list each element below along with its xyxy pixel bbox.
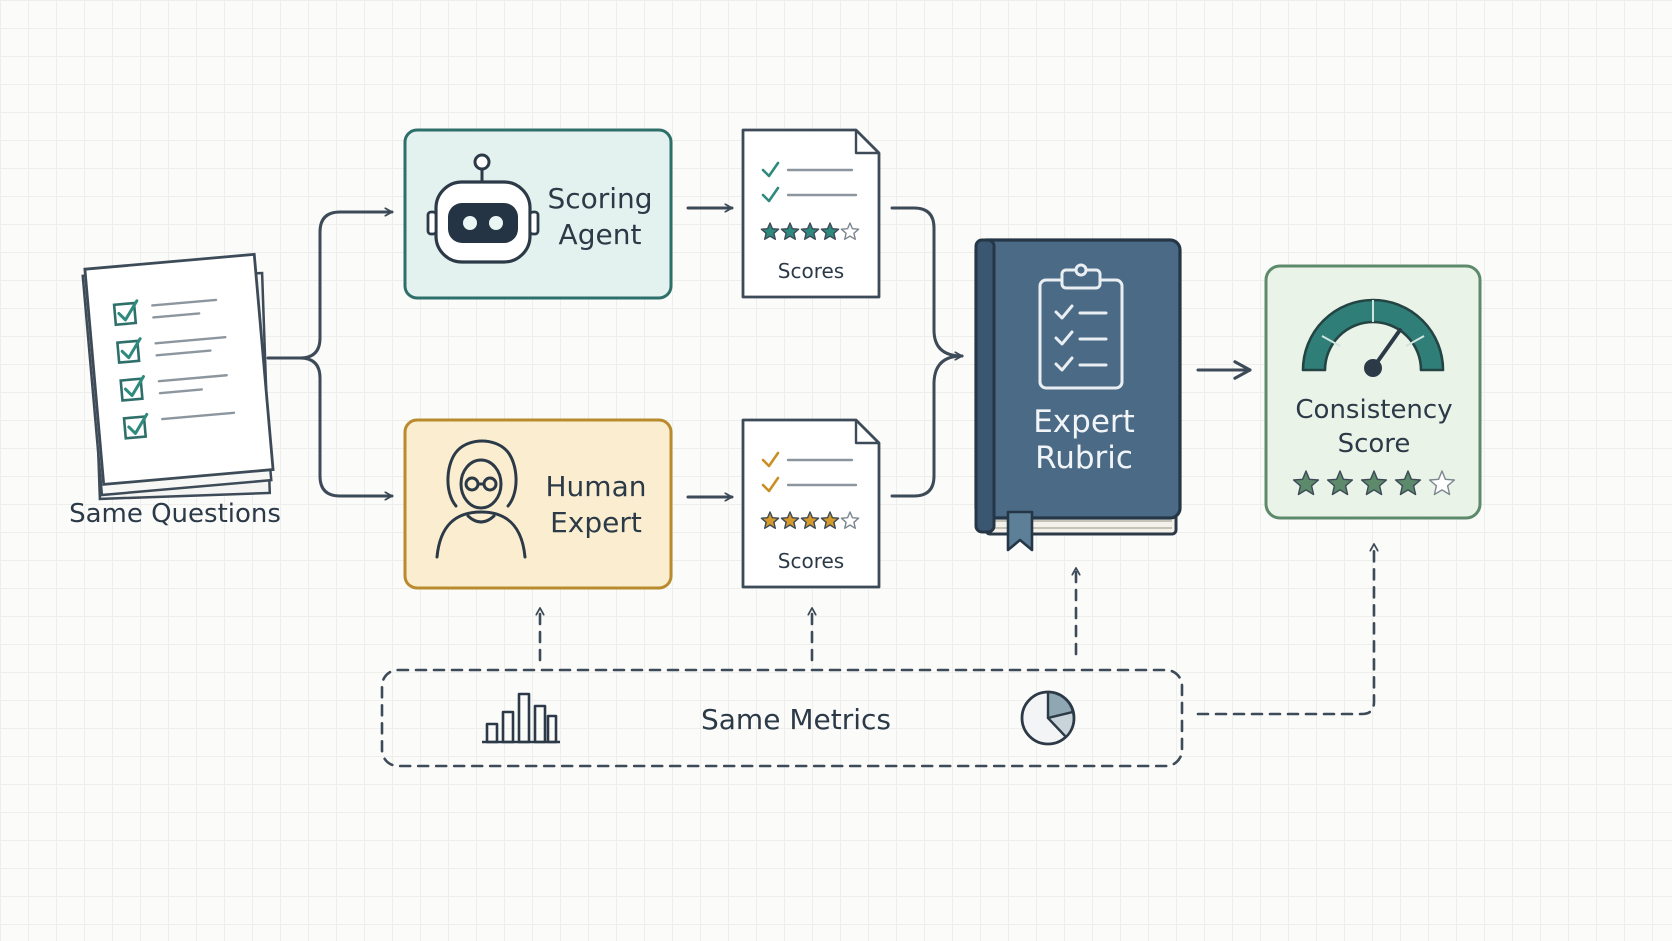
agent-scores-document: Scores <box>741 128 881 299</box>
clipboard-icon <box>1038 263 1124 390</box>
star-filled-icon <box>1326 470 1354 496</box>
star-empty-icon <box>1428 470 1456 496</box>
consistency-score-card: Consistency Score <box>1264 264 1482 520</box>
consistency-label-line2: Score <box>1338 429 1411 459</box>
person-icon <box>435 439 527 559</box>
star-filled-icon <box>1292 470 1320 496</box>
pie-chart-icon <box>1020 690 1076 746</box>
metrics-to-consistency-arrow <box>1196 542 1374 716</box>
merge-connector <box>890 206 964 498</box>
rubric-label-line2: Rubric <box>1035 440 1133 476</box>
human-check-icons <box>761 451 780 493</box>
human-expert-box: Human Expert <box>403 418 673 590</box>
star-filled-icon <box>760 222 780 240</box>
bookmark-icon <box>1006 510 1034 552</box>
robot-icon <box>426 153 540 264</box>
star-filled-icon <box>780 511 800 529</box>
questions-label: Same Questions <box>69 499 281 529</box>
human-expert-panel <box>403 418 673 590</box>
bar-chart-icon <box>482 692 560 744</box>
metrics-dashed-box <box>380 668 1184 768</box>
star-filled-icon <box>800 222 820 240</box>
human-expert-label-line1: Human <box>546 470 647 503</box>
star-filled-icon <box>800 511 820 529</box>
questions-stack: Same Questions <box>69 252 281 529</box>
human-scores-label: Scores <box>778 549 844 573</box>
questions-paper-front <box>83 252 275 486</box>
consistency-label-line1: Consistency <box>1295 395 1452 425</box>
metrics-label: Same Metrics <box>701 703 891 736</box>
consistency-rating-stars <box>1292 470 1456 496</box>
same-metrics-group: Same Metrics <box>380 542 1374 768</box>
human-scores-document: Scores <box>741 418 881 589</box>
agent-check-icons <box>761 161 780 203</box>
gauge-icon <box>1301 298 1445 377</box>
star-filled-icon <box>1360 470 1388 496</box>
scoring-agent-label-line1: Scoring <box>547 182 652 215</box>
rubric-label-line1: Expert <box>1033 404 1135 440</box>
star-filled-icon <box>820 511 840 529</box>
star-empty-icon <box>840 222 860 240</box>
star-filled-icon <box>760 511 780 529</box>
checkbox-icon <box>112 299 149 440</box>
star-filled-icon <box>1394 470 1422 496</box>
human-expert-label-line2: Expert <box>550 506 642 539</box>
scoring-agent-box: Scoring Agent <box>403 128 673 300</box>
star-filled-icon <box>780 222 800 240</box>
star-filled-icon <box>820 222 840 240</box>
agent-rating-stars <box>760 222 860 240</box>
scoring-agent-label-line2: Agent <box>559 218 642 251</box>
human-rating-stars <box>760 511 860 529</box>
agent-scores-label: Scores <box>778 259 844 283</box>
expert-rubric-book: Expert Rubric <box>974 238 1182 552</box>
star-empty-icon <box>840 511 860 529</box>
branch-connector <box>266 212 394 496</box>
